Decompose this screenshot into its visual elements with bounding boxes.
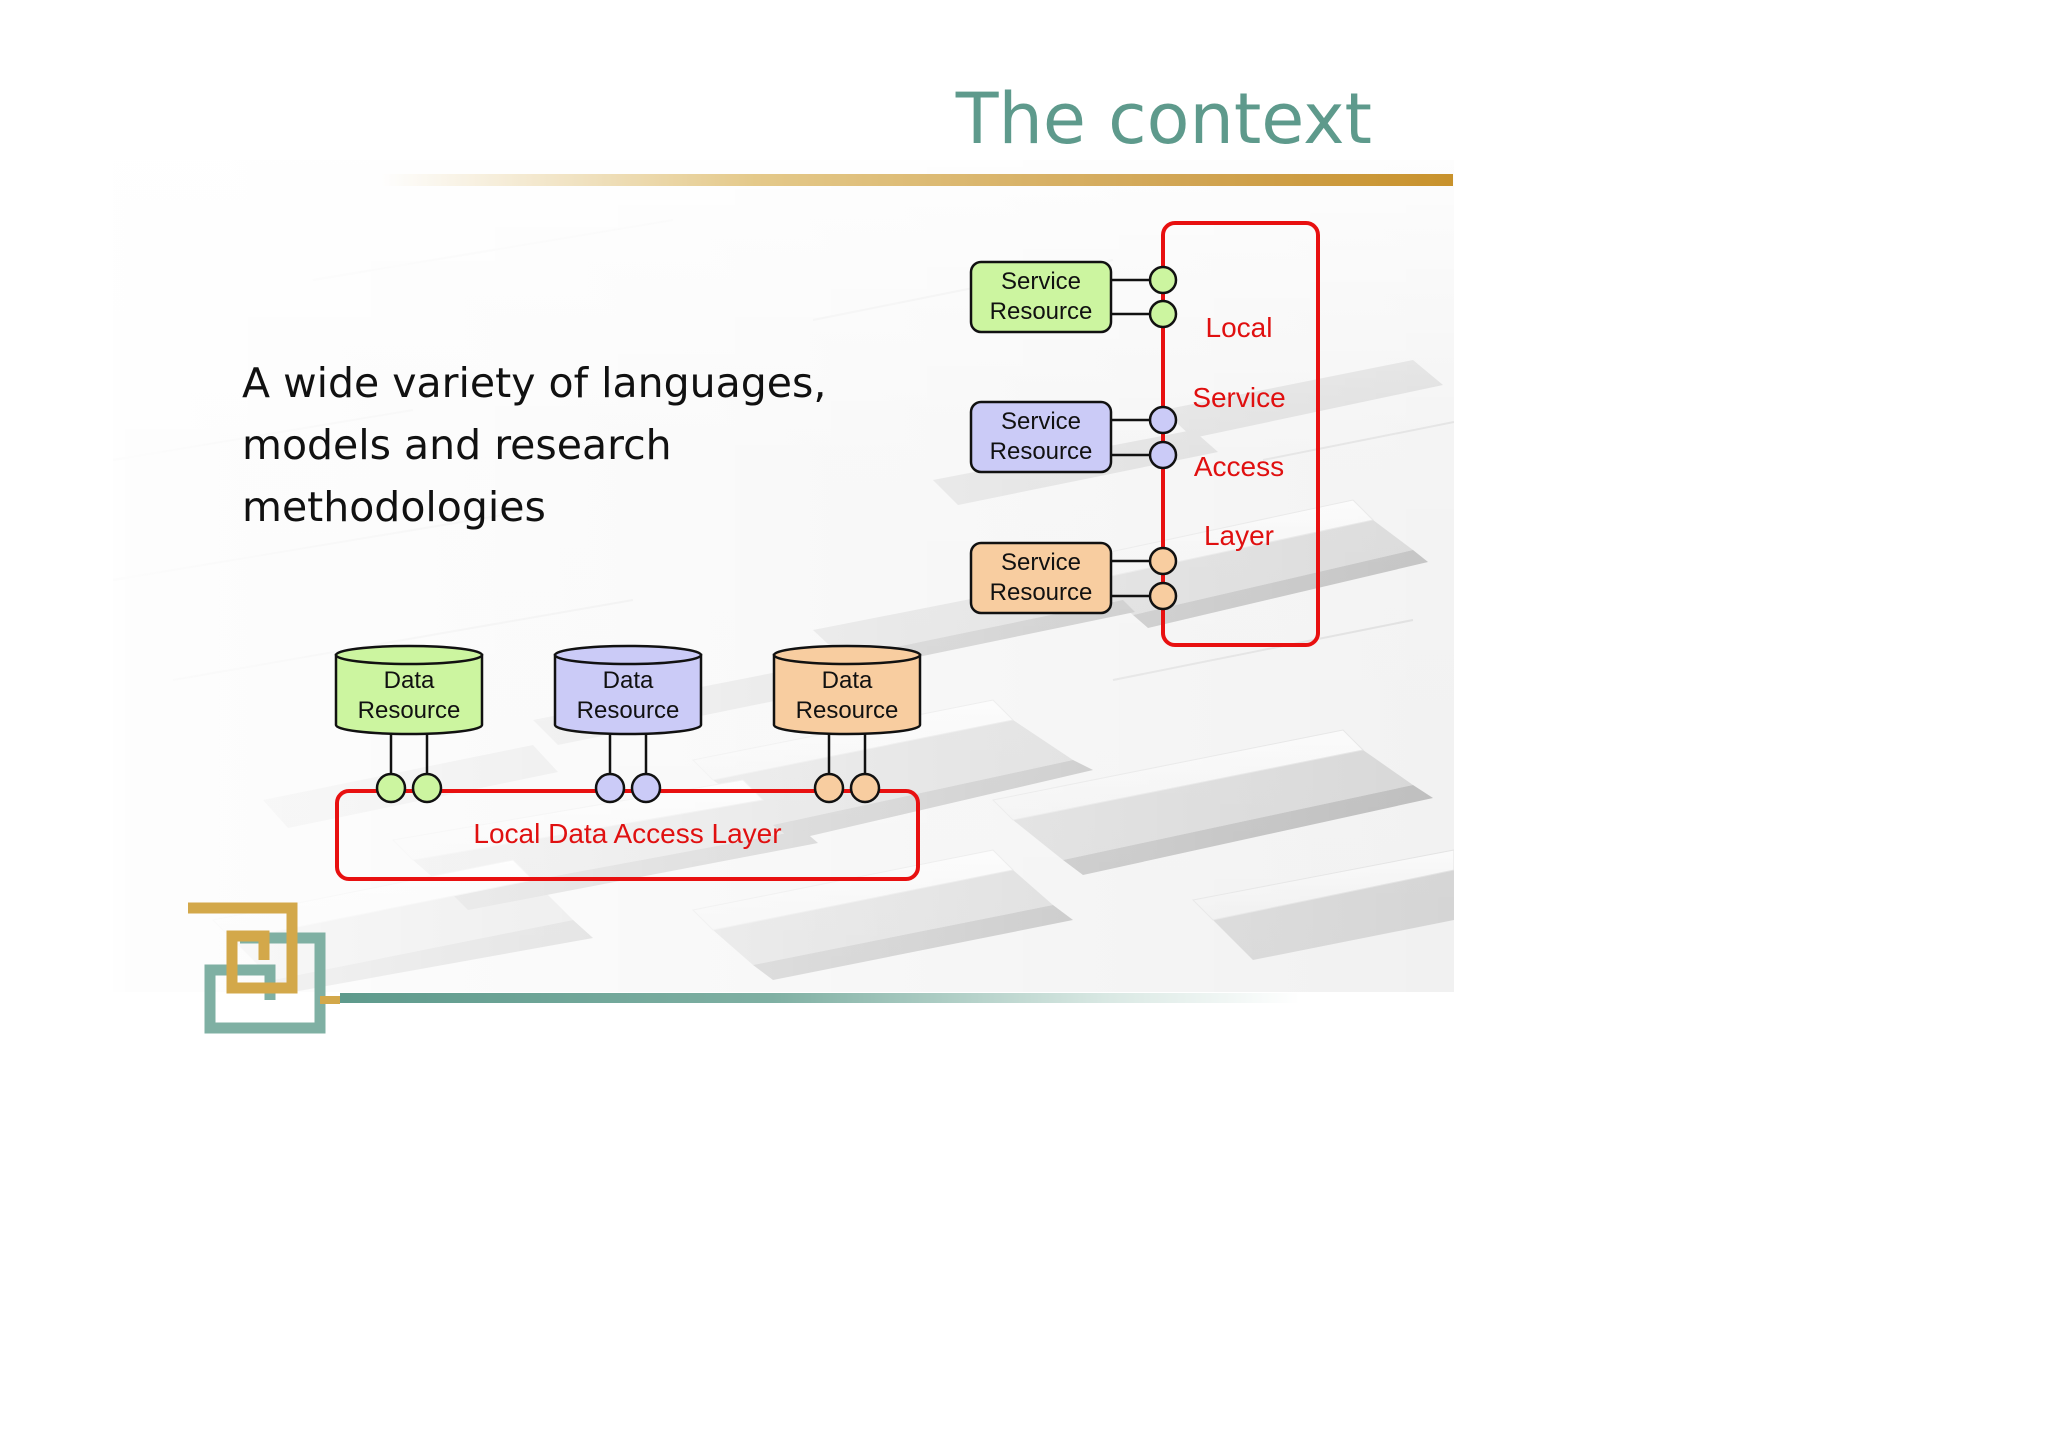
architecture-diagram: Service Resource Service Resource Servic… (334, 221, 1320, 881)
footer-rule (340, 993, 1300, 1003)
service-resource-green (969, 260, 1178, 334)
logo (180, 900, 340, 1035)
body-line: A wide variety of languages, (242, 359, 827, 407)
body-line: models and research (242, 421, 672, 469)
service-resource-orange (969, 541, 1178, 615)
service-resource-label: Service Resource (989, 549, 1093, 606)
service-layer-word: Local (1205, 312, 1273, 343)
data-resource-label: Data Resource (357, 667, 461, 724)
slide-title: The context (955, 78, 1372, 160)
service-layer-word: Service (1192, 382, 1286, 413)
data-resource-label: Data Resource (795, 667, 899, 724)
service-layer-word: Layer (1203, 520, 1275, 551)
data-resource-green (334, 644, 484, 804)
service-resource-purple (969, 400, 1178, 474)
local-data-access-layer-box (335, 789, 920, 881)
service-resource-label: Service Resource (989, 408, 1093, 465)
service-layer-word: Access (1193, 451, 1285, 482)
service-resource-label: Service Resource (989, 268, 1093, 325)
local-service-access-layer-box (1161, 221, 1320, 647)
title-underline-rule (380, 174, 1453, 186)
local-data-access-layer-label: Local Data Access Layer (473, 818, 782, 849)
data-resource-purple (553, 644, 703, 804)
data-resource-orange (772, 644, 922, 804)
data-resource-label: Data Resource (576, 667, 680, 724)
slide: The context A wide variety of languages,… (113, 78, 1454, 1035)
body-text: A wide variety of languages, models and … (242, 352, 882, 538)
body-line: methodologies (242, 483, 546, 531)
